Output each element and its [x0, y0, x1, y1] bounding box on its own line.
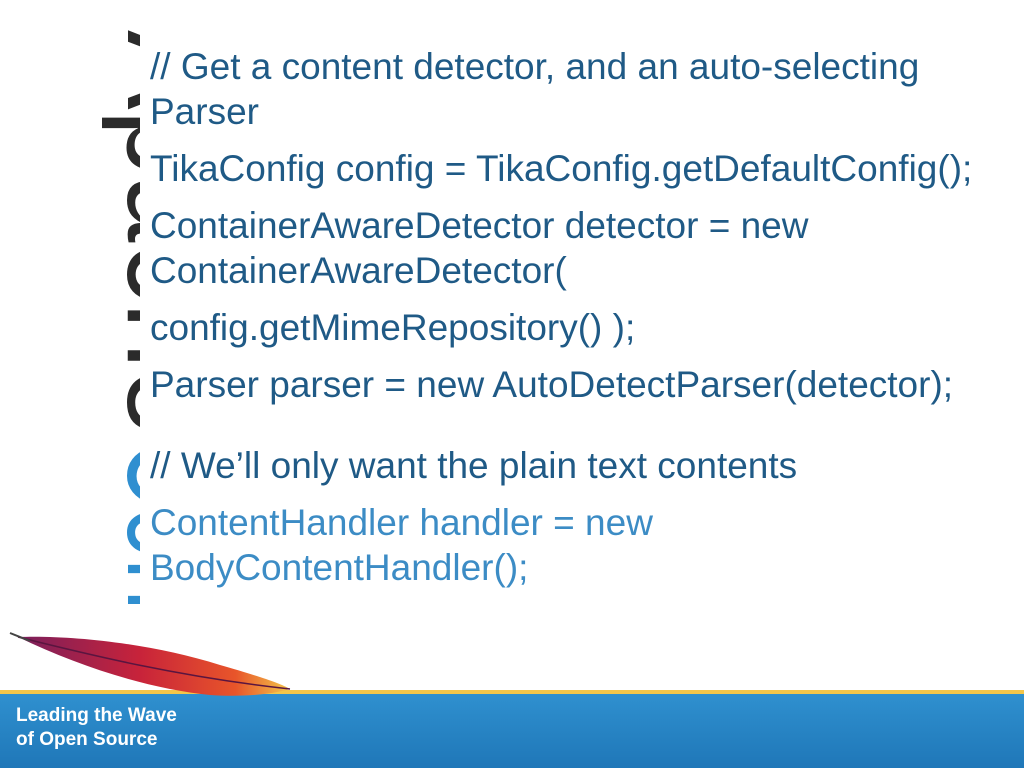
- tagline: Leading the Wave of Open Source: [16, 704, 177, 752]
- code-line-3: ContainerAwareDetector detector = new Co…: [150, 205, 819, 291]
- tagline-line-1: Leading the Wave: [16, 705, 177, 726]
- slide-body: // Get a content detector, and an auto-s…: [150, 44, 990, 602]
- code-line-4: config.getMimeRepository() );: [150, 307, 636, 348]
- apachecon-logo-graphic: Apache Con: [101, 30, 140, 610]
- apache-feather-icon: [9, 632, 291, 696]
- tagline-line-2: of Open Source: [16, 729, 158, 750]
- code-line-5: Parser parser = new AutoDetectParser(det…: [150, 364, 954, 405]
- code-line-2: TikaConfig config = TikaConfig.getDefaul…: [150, 148, 973, 189]
- footer-bar: [0, 690, 1024, 768]
- code-line-6: // We’ll only want the plain text conten…: [150, 445, 798, 486]
- logo-text-con: Con: [101, 440, 140, 610]
- code-line-1: // Get a content detector, and an auto-s…: [150, 46, 930, 132]
- logo-text-apache: Apache: [101, 30, 140, 435]
- apachecon-logo: Apache Con: [0, 0, 140, 768]
- code-line-7: ContentHandler handler = new BodyContent…: [150, 502, 664, 588]
